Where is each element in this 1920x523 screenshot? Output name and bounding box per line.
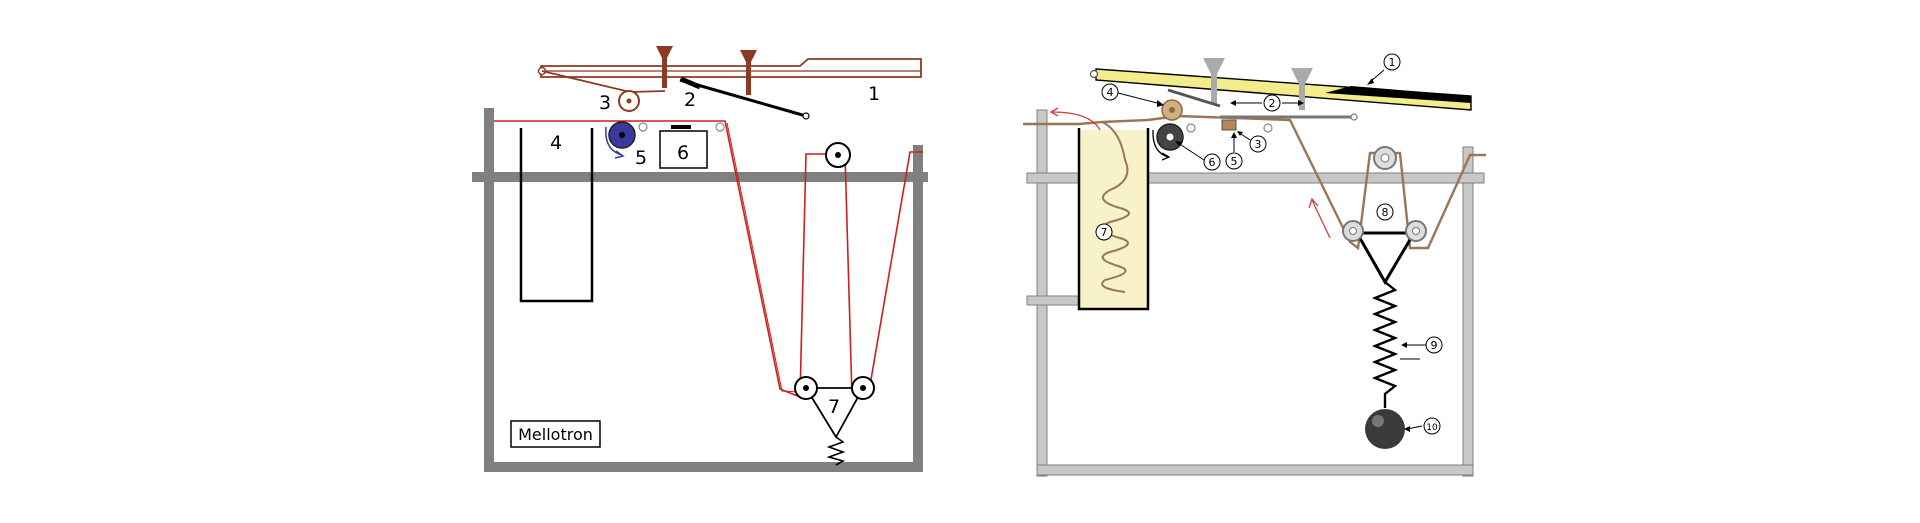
left-tape-path <box>494 120 923 399</box>
right-callouts: 1 2 3 4 5 6 7 8 9 10 <box>1095 53 1443 435</box>
right-callout-5: 5 <box>1231 155 1238 168</box>
left-frame-crossbar <box>472 172 928 182</box>
left-key-wheel-hub <box>626 98 632 104</box>
right-tape-bin-fill <box>1079 130 1148 308</box>
left-tape-bin <box>519 128 594 303</box>
left-label-7: 7 <box>828 396 840 418</box>
right-callout-3-ring <box>1249 135 1267 153</box>
right-key-assembly <box>1089 58 1472 121</box>
right-rotation-arrow-head <box>1161 152 1171 161</box>
right-pulley-right-hub <box>1412 227 1420 235</box>
left-pinch-roller-hub <box>619 132 625 138</box>
right-callout-3: 3 <box>1255 138 1262 151</box>
left-key-stop-2 <box>740 50 757 95</box>
right-tension-assembly <box>1342 146 1427 449</box>
left-pulley-right-hub <box>860 385 866 391</box>
right-frame-post-right <box>1462 146 1474 477</box>
left-label-1: 1 <box>868 83 880 105</box>
right-callout-8-ring <box>1376 203 1394 221</box>
right-callout-4: 4 <box>1107 86 1114 99</box>
left-frame-post-right <box>913 146 923 470</box>
right-key-pivot <box>1089 69 1099 79</box>
left-label-6: 6 <box>677 142 689 164</box>
left-frame-post-right-top <box>913 145 923 157</box>
right-tape-path <box>1023 114 1486 251</box>
left-top-pulley-hub <box>835 152 841 158</box>
left-lever <box>679 78 807 118</box>
right-callout-2: 2 <box>1269 97 1276 110</box>
left-label-2: 2 <box>684 89 696 111</box>
left-key-stop-1 <box>656 46 673 88</box>
left-tension-triangle <box>804 387 865 439</box>
right-callout-9: 9 <box>1431 339 1438 352</box>
right-callout-7-ring <box>1095 223 1113 241</box>
right-callout-9-ring <box>1425 336 1443 354</box>
right-flow-arrow-top-head <box>1049 107 1059 117</box>
right-key-lever <box>1167 88 1221 108</box>
right-callout-1: 1 <box>1389 56 1396 69</box>
left-diagram: Mellotron 1 2 3 4 5 6 7 <box>472 46 928 472</box>
right-flow-arrow-mid-head <box>1308 197 1319 209</box>
left-label-4: 4 <box>550 132 562 154</box>
right-tension-v <box>1355 232 1416 285</box>
right-flow-arrow-top <box>1051 111 1101 131</box>
right-callout-4-ring <box>1101 83 1119 101</box>
left-label-5: 5 <box>635 147 647 169</box>
right-key-stop-1 <box>1203 58 1225 104</box>
left-lever-end <box>802 112 810 120</box>
left-box-6-head <box>671 125 691 129</box>
right-callout-arrowheads <box>1157 78 1410 432</box>
right-callout-6: 6 <box>1209 156 1216 169</box>
right-callout-5-ring <box>1225 152 1243 170</box>
left-guide-roller-2 <box>715 122 725 132</box>
right-key-black-tip <box>1325 86 1471 103</box>
right-callout-1-ring <box>1383 53 1401 71</box>
left-lever-tab <box>680 76 701 90</box>
right-guide-roller-1 <box>1186 123 1196 133</box>
left-key-body <box>540 58 922 78</box>
right-key-body <box>1095 68 1472 111</box>
right-key-rail-end <box>1350 113 1358 121</box>
right-tape-bin <box>1077 128 1150 311</box>
right-frame-base <box>1036 464 1474 476</box>
left-key-assembly <box>537 46 922 120</box>
right-capstan-6-hub <box>1166 133 1174 141</box>
right-top-pulley-hub <box>1380 153 1390 163</box>
right-callout-10: 10 <box>1426 423 1438 433</box>
right-callout-7: 7 <box>1101 226 1108 239</box>
right-pulley-left-hub <box>1349 227 1357 235</box>
right-frame-post-left <box>1036 109 1048 477</box>
left-label-3: 3 <box>599 92 611 114</box>
right-spring-9 <box>1371 281 1399 408</box>
right-callout-2-ring <box>1263 94 1281 112</box>
right-weight-highlight <box>1372 415 1384 427</box>
left-frame-base <box>484 462 923 472</box>
right-callout-10-ring <box>1423 417 1441 435</box>
left-badge-text: Mellotron <box>518 425 593 444</box>
left-cabinet-frame <box>472 108 928 472</box>
left-pulley-left-hub <box>803 385 809 391</box>
right-weight-10 <box>1365 409 1405 449</box>
left-tension-assembly <box>794 142 875 466</box>
right-flow-arrow-mid <box>1311 199 1331 239</box>
left-box-6 <box>659 130 708 169</box>
left-frame-post-left <box>484 108 494 470</box>
left-rotation-arrow-head <box>614 150 625 159</box>
right-guide-roller-2 <box>1263 123 1273 133</box>
right-roller-4-hub <box>1169 107 1175 113</box>
right-rotation-arrow <box>1152 129 1169 158</box>
right-tape-head <box>1221 119 1237 131</box>
right-key-stop-2 <box>1291 68 1313 110</box>
left-mellotron-badge <box>510 420 601 448</box>
left-guide-roller-1 <box>638 122 648 132</box>
right-frame-crossbar-top <box>1026 172 1485 184</box>
right-callout-8: 8 <box>1382 206 1389 219</box>
right-diagram: 1 2 3 4 5 6 7 8 9 10 <box>1023 53 1486 477</box>
left-spring <box>826 436 846 466</box>
left-tape-path-inner <box>726 122 801 393</box>
right-callout-6-ring <box>1203 153 1221 171</box>
